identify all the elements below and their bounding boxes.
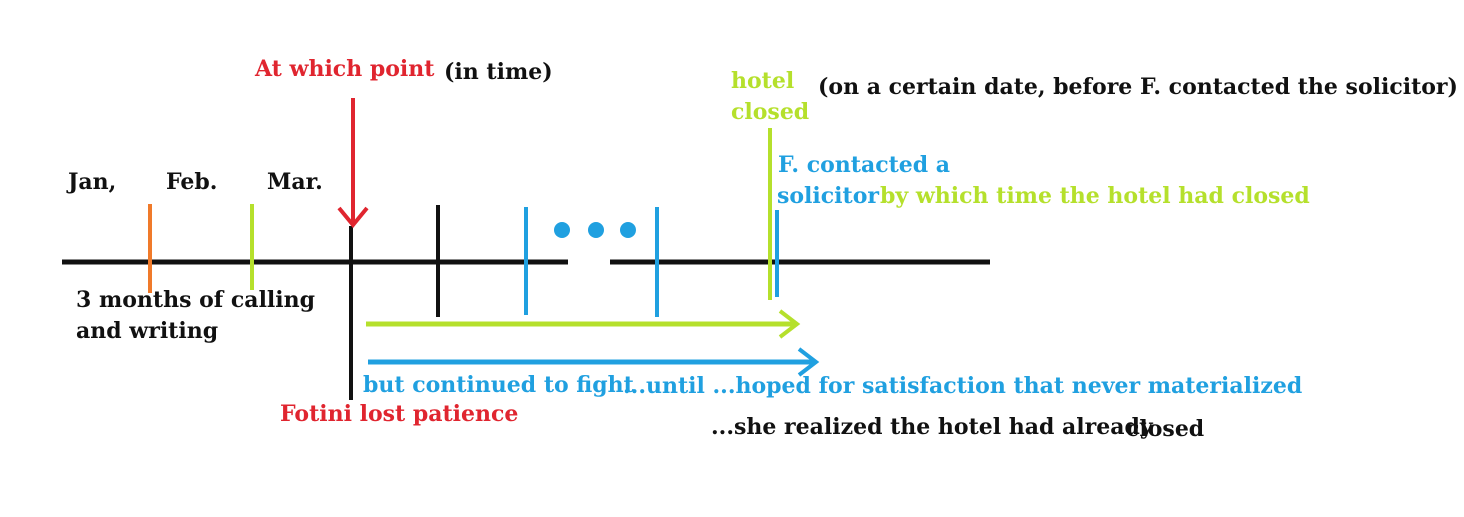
label-three-months-1: 3 months of calling	[76, 287, 316, 313]
label-closed: closed	[731, 99, 810, 125]
label-feb: Feb.	[166, 169, 218, 195]
label-three-months-2: and writing	[76, 318, 219, 344]
green-arrow-head	[778, 309, 801, 339]
label-hotel: hotel	[731, 68, 795, 94]
label-f-contacted: F. contacted a	[778, 152, 951, 178]
ellipsis-dot-1	[554, 222, 570, 238]
label-jan: Jan,	[68, 169, 117, 195]
label-but-continued: but continued to fight	[363, 372, 634, 398]
label-in-time: (in time)	[444, 59, 553, 85]
label-she-realized: ...she realized the hotel had already	[711, 414, 1153, 440]
red-arrow-head	[337, 206, 369, 229]
ellipsis-dot-2	[588, 222, 604, 238]
label-solicitor: solicitor	[777, 183, 879, 209]
label-hotel-closed-note: (on a certain date, before F. contacted …	[818, 74, 1458, 100]
label-fotini-lost-patience: Fotini lost patience	[280, 401, 519, 427]
label-until-hoped: ...until ...hoped for satisfaction that …	[623, 373, 1303, 399]
label-at-which-point: At which point	[255, 56, 435, 82]
label-closed-end: closed	[1126, 416, 1205, 442]
ellipsis-dot-3	[620, 222, 636, 238]
blue-arrow-head	[797, 347, 820, 377]
label-by-which-time: by which time the hotel had closed	[880, 183, 1310, 209]
label-mar: Mar.	[267, 169, 323, 195]
